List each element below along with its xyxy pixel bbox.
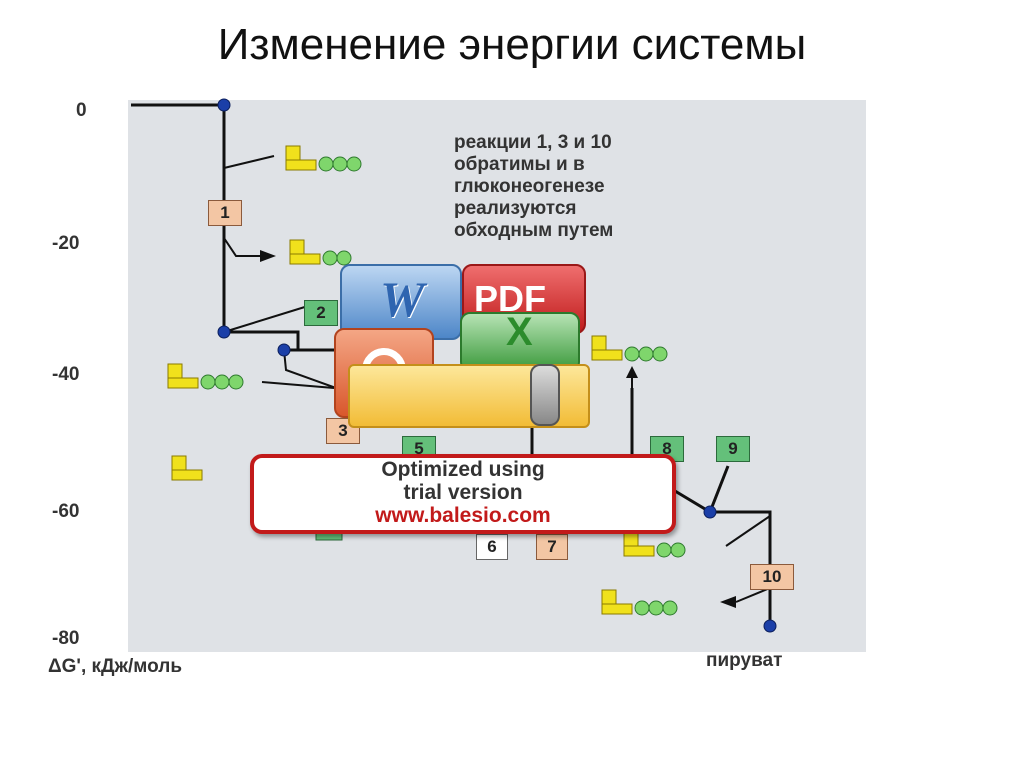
arrow-step8 [626,366,638,378]
excel-icon: X [460,310,580,372]
zip-icon [530,364,560,426]
atp-glyph-8 [591,335,668,362]
atp-glyph-left-lower [171,455,203,481]
step-7-box: 7 [536,534,568,560]
step-9-box: 9 [716,436,750,462]
watermark-url[interactable]: www.balesio.com [375,504,551,527]
atp-glyph-10 [601,589,678,616]
step-2-box: 2 [304,300,338,326]
adp-glyph-10 [623,531,686,558]
step-6-box: 6 [476,534,508,560]
energy-diagram: 0 -20 -40 -60 -80 ΔG', кДж/моль пируват [36,88,876,700]
y-tick-1: -20 [52,233,80,254]
y-tick-4: -80 [52,628,80,649]
watermark-line-1: Optimized using [381,458,545,481]
y-tick-0: 0 [76,100,87,121]
pyruvate-label: пируват [706,650,783,671]
slide-title: Изменение энергии системы [217,20,807,69]
adp-glyph-1 [289,239,352,266]
reversibility-note: реакции 1, 3 и 10 обратимы и в глюконеог… [454,132,614,241]
arrow-step10 [720,596,736,608]
atp-glyph-3 [167,363,244,390]
y-tick-2: -40 [52,364,80,385]
step-1-box: 1 [208,200,242,226]
word-icon: W [340,264,462,340]
step-10-box: 10 [750,564,794,590]
atp-glyph-1 [285,145,362,172]
axis-title: ΔG', кДж/моль [48,656,182,677]
watermark-line-2: trial version [403,481,523,504]
trial-watermark: Optimized using trial version www.balesi… [250,454,676,534]
y-tick-3: -60 [52,501,80,522]
arrow-step1 [260,250,276,262]
